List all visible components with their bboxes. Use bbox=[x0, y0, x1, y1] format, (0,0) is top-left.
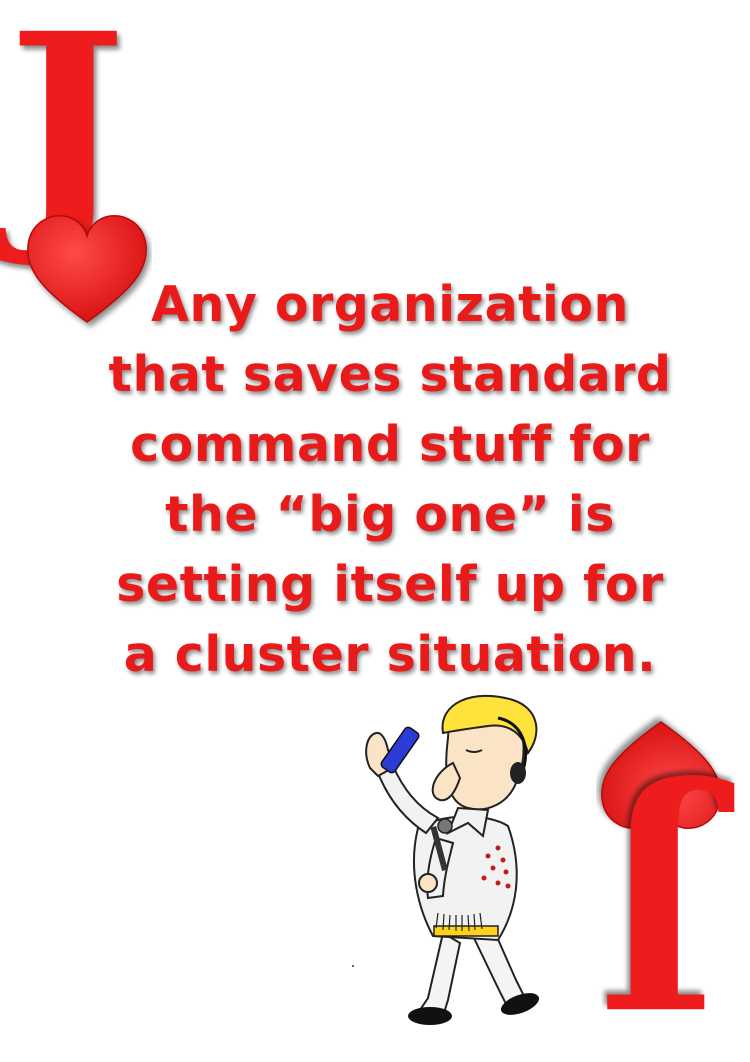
message-line: the “big one” is bbox=[165, 486, 615, 543]
rank-top-left: J bbox=[8, 0, 127, 272]
message-line: command stuff for bbox=[130, 416, 650, 473]
heart-icon bbox=[601, 721, 721, 829]
message-line: a cluster situation. bbox=[123, 626, 657, 683]
heart-icon bbox=[27, 215, 147, 323]
speck bbox=[352, 965, 354, 967]
message-line: Any organization bbox=[151, 276, 629, 333]
message-line: that saves standard bbox=[108, 346, 672, 403]
rank-bottom-right: J bbox=[597, 768, 716, 1062]
singer-with-comb-and-microphone-icon bbox=[365, 694, 540, 1025]
message-line: setting itself up for bbox=[116, 556, 664, 613]
card-message: Any organization that saves standard com… bbox=[60, 270, 720, 690]
